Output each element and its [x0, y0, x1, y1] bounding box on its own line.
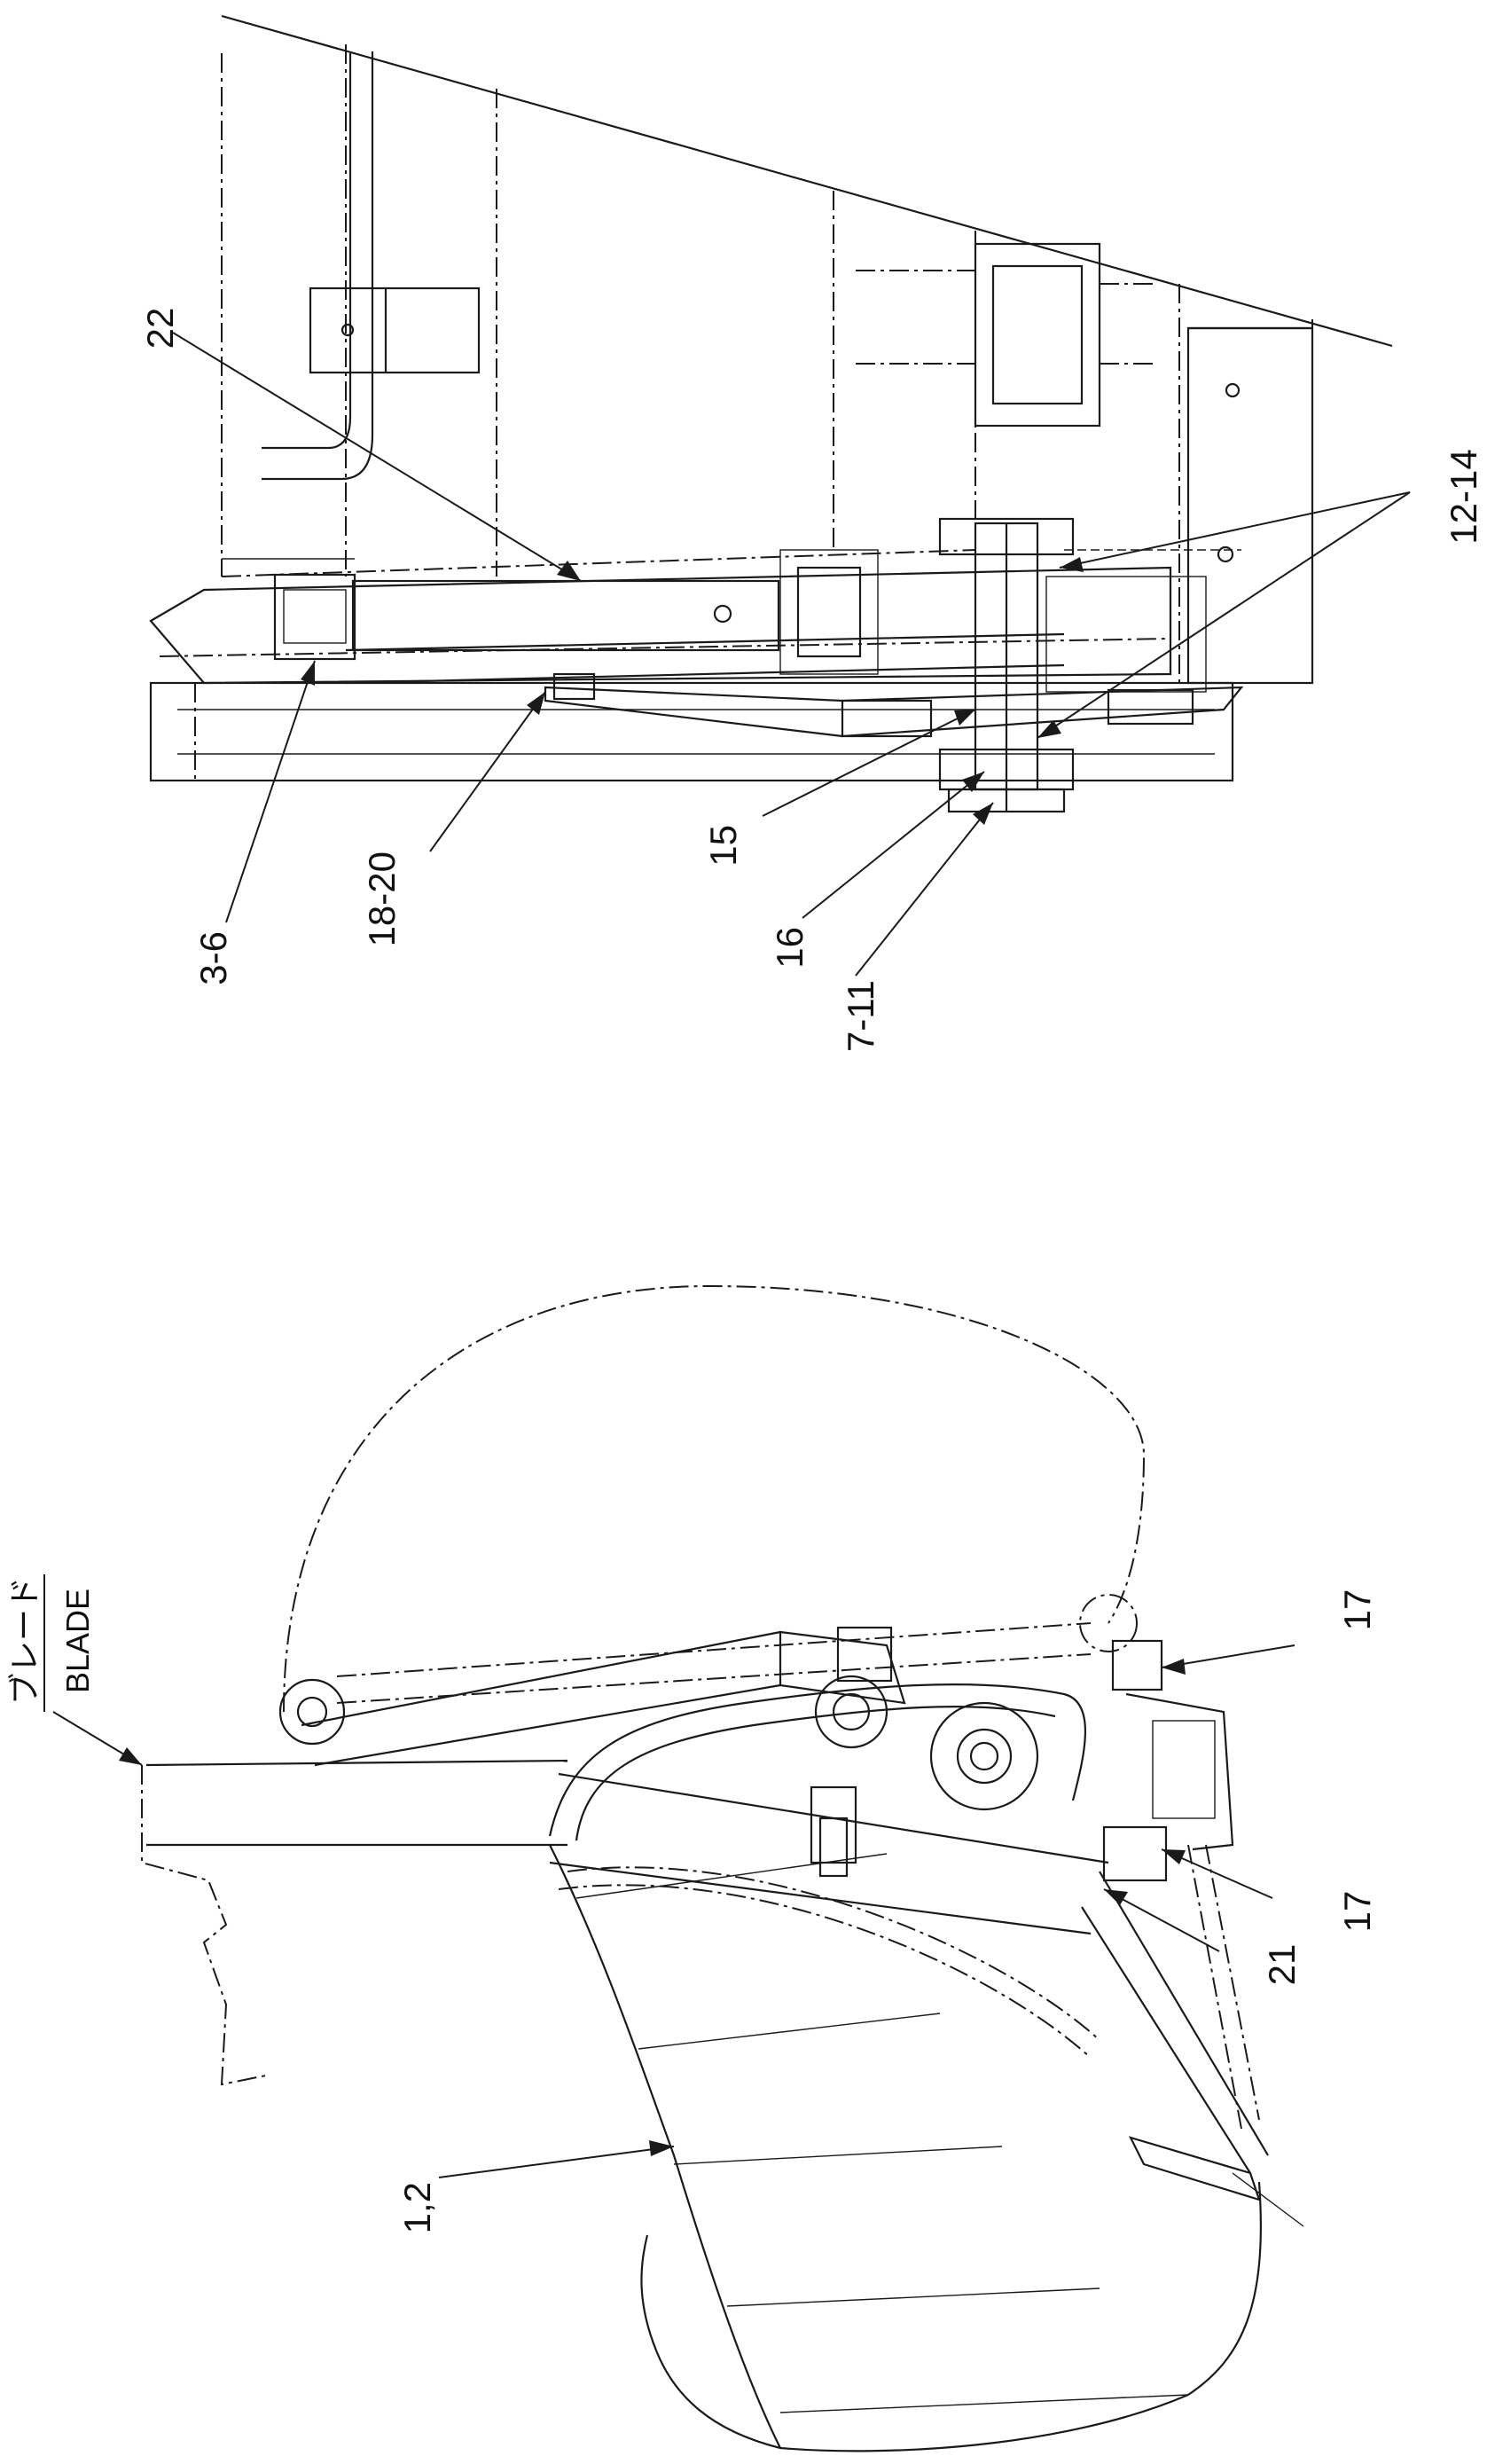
label-21: 21 [1261, 1944, 1303, 1986]
label-7-11: 7-11 [840, 980, 881, 1052]
label-16: 16 [769, 927, 810, 969]
upper-assembly-drawing [149, 14, 1393, 813]
part-labels: 22 3-6 18-20 15 16 7-11 12-14 17 17 21 1… [6, 308, 1484, 2234]
label-17-top: 17 [1336, 1589, 1378, 1631]
label-18-20: 18-20 [361, 851, 403, 946]
label-1-2: 1,2 [396, 2182, 438, 2233]
label-17-bottom: 17 [1336, 1891, 1378, 1933]
lower-assembly-drawing [141, 1284, 1304, 2452]
leader-lines [52, 332, 1411, 2178]
label-15: 15 [702, 825, 744, 867]
label-blade-jp: ブレード [6, 1577, 43, 1705]
label-22: 22 [139, 308, 181, 349]
label-12-14: 12-14 [1443, 449, 1484, 544]
label-3-6: 3-6 [192, 931, 234, 985]
label-blade-en: BLADE [59, 1589, 96, 1693]
